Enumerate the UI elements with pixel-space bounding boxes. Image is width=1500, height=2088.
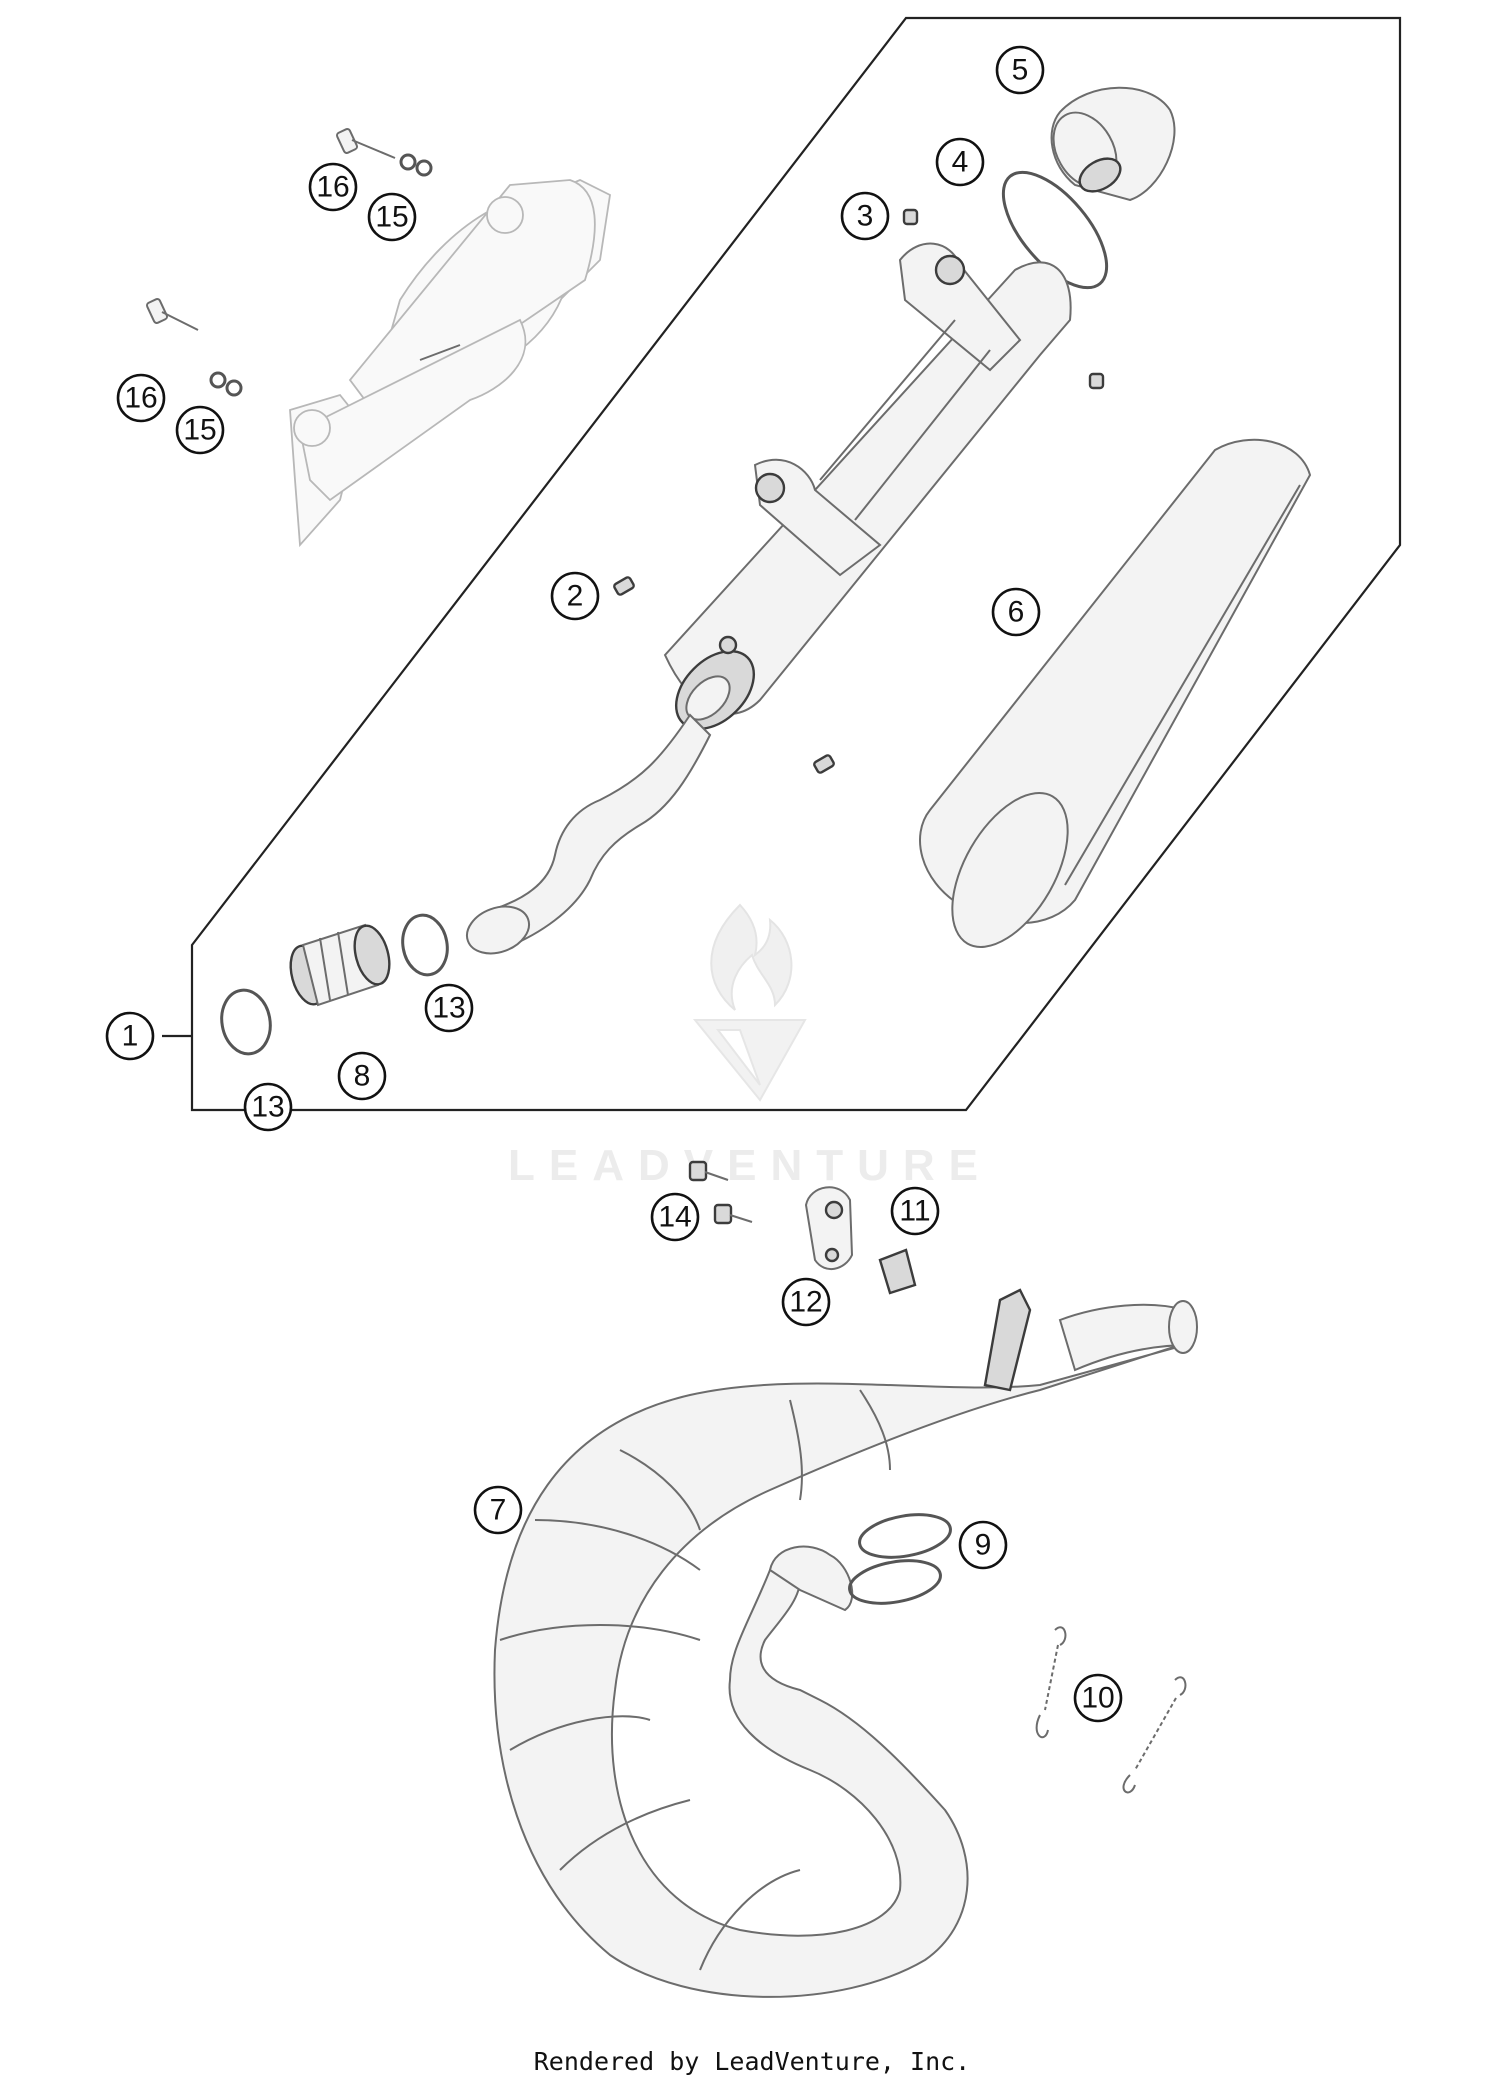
svg-text:11: 11 [899, 1195, 930, 1228]
callout-8: 8 [337, 1051, 387, 1101]
bracket-12 [804, 1186, 854, 1270]
callout-12: 12 [781, 1277, 831, 1327]
render-credit: Rendered by LeadVenture, Inc. [534, 2047, 971, 2076]
svg-text:5: 5 [1012, 54, 1029, 87]
silencer-sleeve-6 [919, 438, 1312, 948]
callout-15-lower: 15 [175, 405, 225, 455]
svg-text:9: 9 [975, 1529, 992, 1562]
callout-14: 14 [650, 1192, 700, 1242]
svg-text:15: 15 [375, 201, 408, 234]
o-ring-13-left [220, 988, 272, 1056]
callout-1: 1 [105, 1011, 155, 1061]
callout-13-right: 13 [424, 983, 474, 1033]
callout-16-upper: 16 [308, 162, 358, 212]
o-ring-9-upper [858, 1513, 952, 1559]
callout-10: 10 [1073, 1673, 1123, 1723]
callout-3: 3 [840, 191, 890, 241]
svg-text:14: 14 [658, 1201, 691, 1234]
clip-nut-11 [878, 1248, 917, 1295]
svg-text:16: 16 [316, 171, 349, 204]
callout-9: 9 [958, 1520, 1008, 1570]
svg-text:13: 13 [432, 992, 465, 1025]
exhaust-connector-8 [289, 923, 391, 1007]
exhaust-pipe-7 [493, 1288, 1198, 1998]
svg-text:3: 3 [857, 200, 874, 233]
watermark-brand-text: LEADVENTURE [508, 1141, 992, 1190]
watermark-flame-icon [710, 903, 793, 1011]
nut-3 [902, 208, 1105, 390]
svg-text:2: 2 [567, 580, 584, 613]
silencer-body-1 [466, 242, 1072, 955]
callout-15-upper: 15 [367, 192, 417, 242]
springs-10 [1035, 1626, 1187, 1794]
svg-text:15: 15 [183, 414, 216, 447]
svg-text:12: 12 [789, 1286, 822, 1319]
svg-text:4: 4 [952, 146, 969, 179]
washers-15-upper [399, 153, 433, 177]
callout-11: 11 [890, 1186, 940, 1236]
svg-text:16: 16 [124, 382, 157, 415]
svg-text:1: 1 [122, 1020, 139, 1053]
muffler-assembly-frame [190, 16, 1402, 1112]
bolts-14 [688, 1160, 753, 1225]
callout-2: 2 [550, 571, 600, 621]
svg-text:7: 7 [490, 1494, 507, 1527]
flange-bolt-16-lower [145, 298, 199, 331]
muffler-reference-ghost [289, 179, 611, 548]
end-cap-o-ring-4 [1001, 170, 1109, 290]
callout-5: 5 [995, 45, 1045, 95]
flange-bolt-16-upper [335, 128, 396, 159]
o-ring-9-lower [848, 1559, 942, 1605]
svg-text:6: 6 [1008, 596, 1025, 629]
o-ring-13-right [401, 913, 449, 977]
svg-text:13: 13 [251, 1091, 284, 1124]
watermark-v-icon [692, 1019, 807, 1102]
callout-4: 4 [935, 137, 985, 187]
callout-13-left: 13 [243, 1082, 293, 1132]
callout-6: 6 [991, 587, 1041, 637]
screw-2 [613, 576, 835, 774]
muffler-end-cap-5 [1050, 86, 1176, 202]
washers-15-lower [209, 371, 243, 397]
svg-text:8: 8 [354, 1060, 371, 1093]
leadventure-watermark: LEADVENTURE [508, 903, 992, 1190]
callout-7: 7 [473, 1485, 523, 1535]
callout-16-lower: 16 [116, 373, 166, 423]
svg-text:10: 10 [1081, 1682, 1114, 1715]
